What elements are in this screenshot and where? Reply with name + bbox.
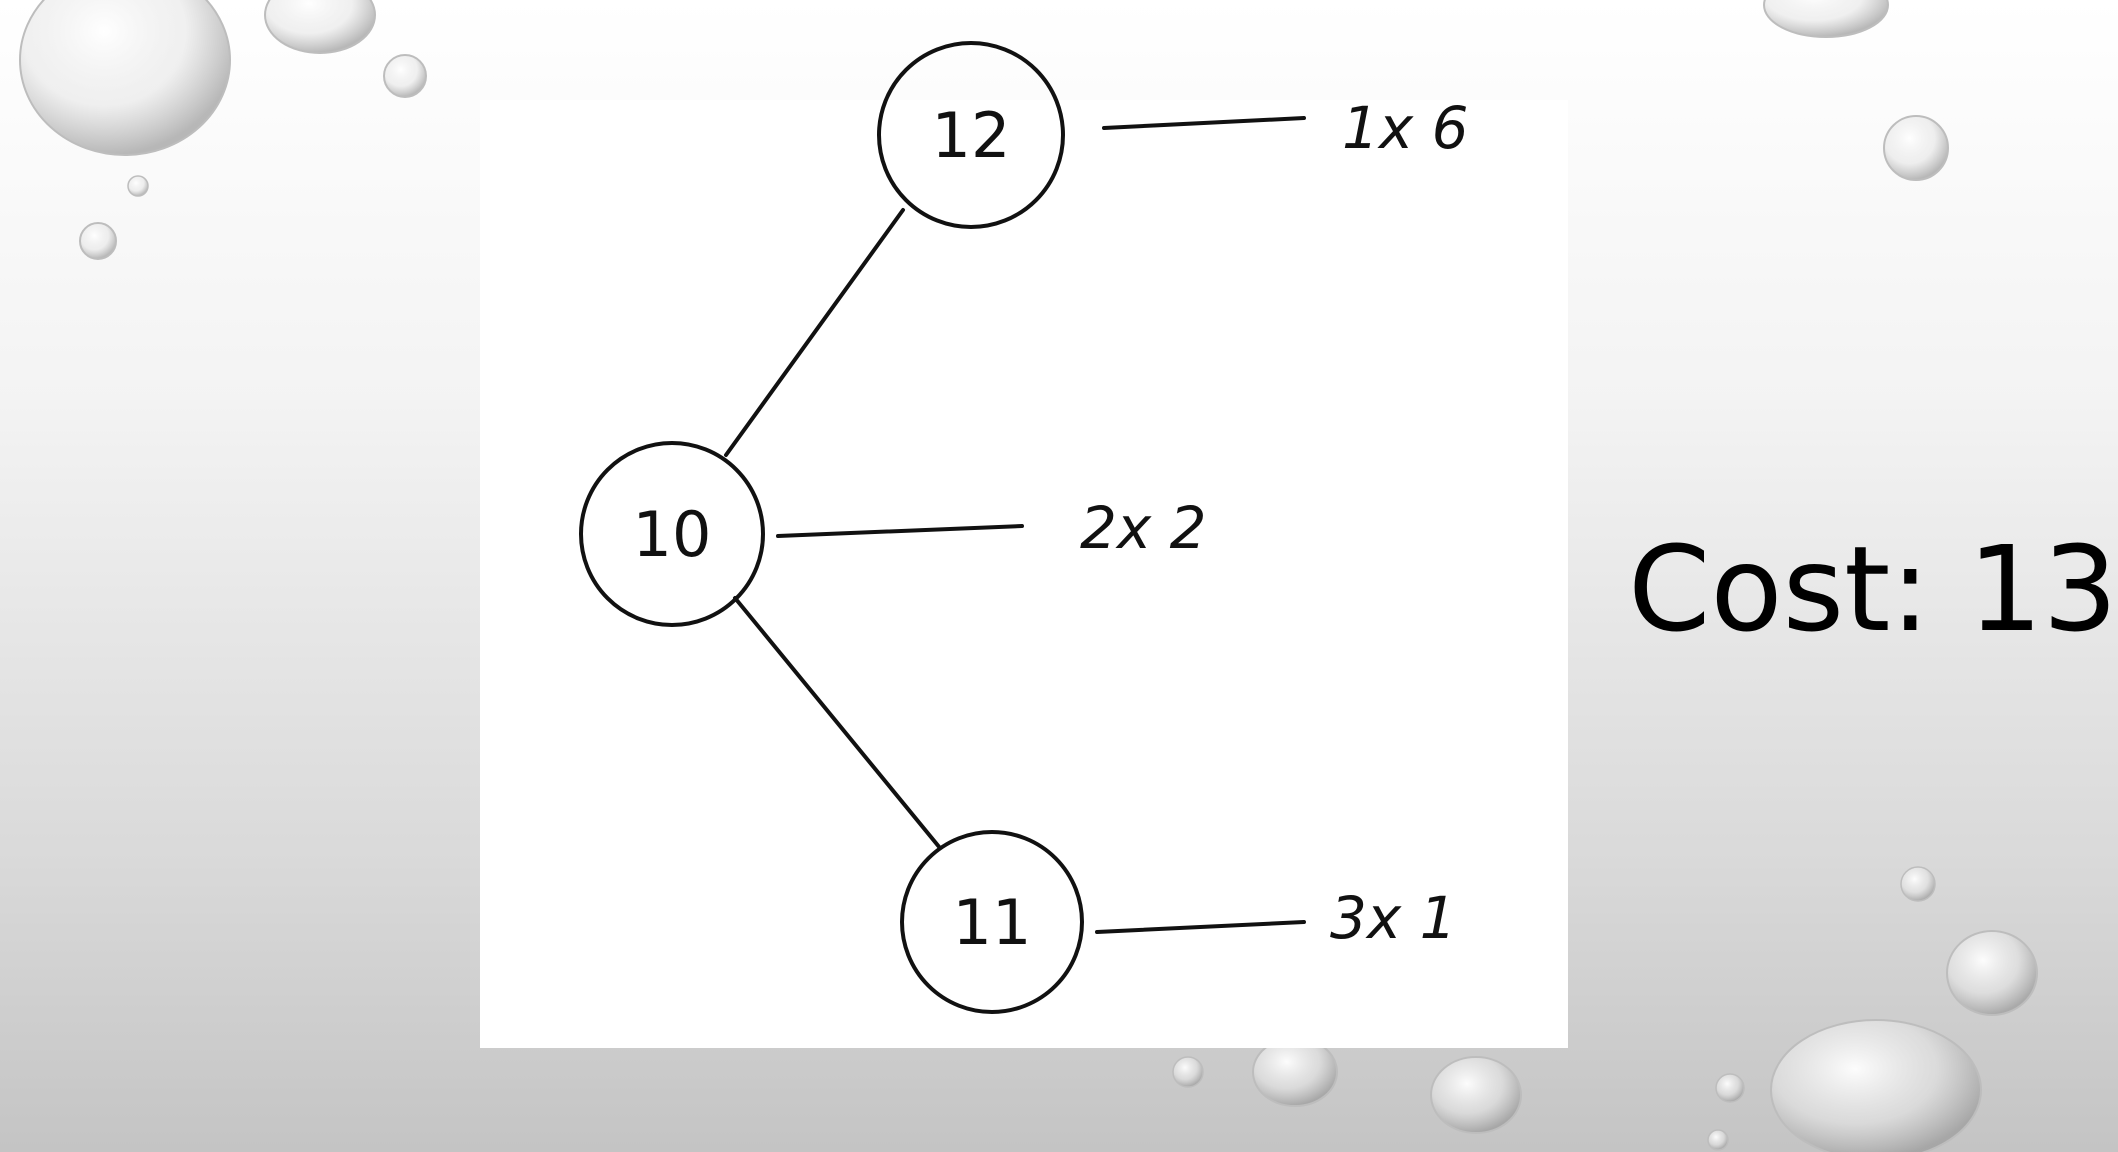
diagram-panel: 12 10 11 1x 6 2x 2 3x 1 xyxy=(480,41,1568,1048)
node-10-circle xyxy=(579,441,765,627)
line-10-annotation xyxy=(776,524,1024,538)
annotation-10: 2x 2 xyxy=(1080,494,1207,562)
line-12-annotation xyxy=(1102,116,1306,130)
water-droplets xyxy=(19,0,2038,1152)
tree-diagram: 12 10 11 1x 6 2x 2 3x 1 xyxy=(579,41,1469,1014)
node-11-label: 11 xyxy=(953,886,1032,959)
annotation-12: 1x 6 xyxy=(1342,94,1469,162)
node-12-label: 12 xyxy=(932,99,1011,172)
edge-10-11 xyxy=(733,596,942,850)
node-11-circle xyxy=(900,830,1084,1014)
node-12-circle xyxy=(877,41,1065,229)
edge-10-12 xyxy=(724,208,905,457)
node-10-label: 10 xyxy=(633,498,712,571)
water-droplet-icon xyxy=(19,0,2038,1152)
line-11-annotation xyxy=(1095,920,1306,934)
cost-label: Cost: 13 xyxy=(1628,520,2118,658)
slide: 12 10 11 1x 6 2x 2 3x 1 Cost: 13 xyxy=(19,0,2118,1152)
annotation-11: 3x 1 xyxy=(1330,884,1457,952)
